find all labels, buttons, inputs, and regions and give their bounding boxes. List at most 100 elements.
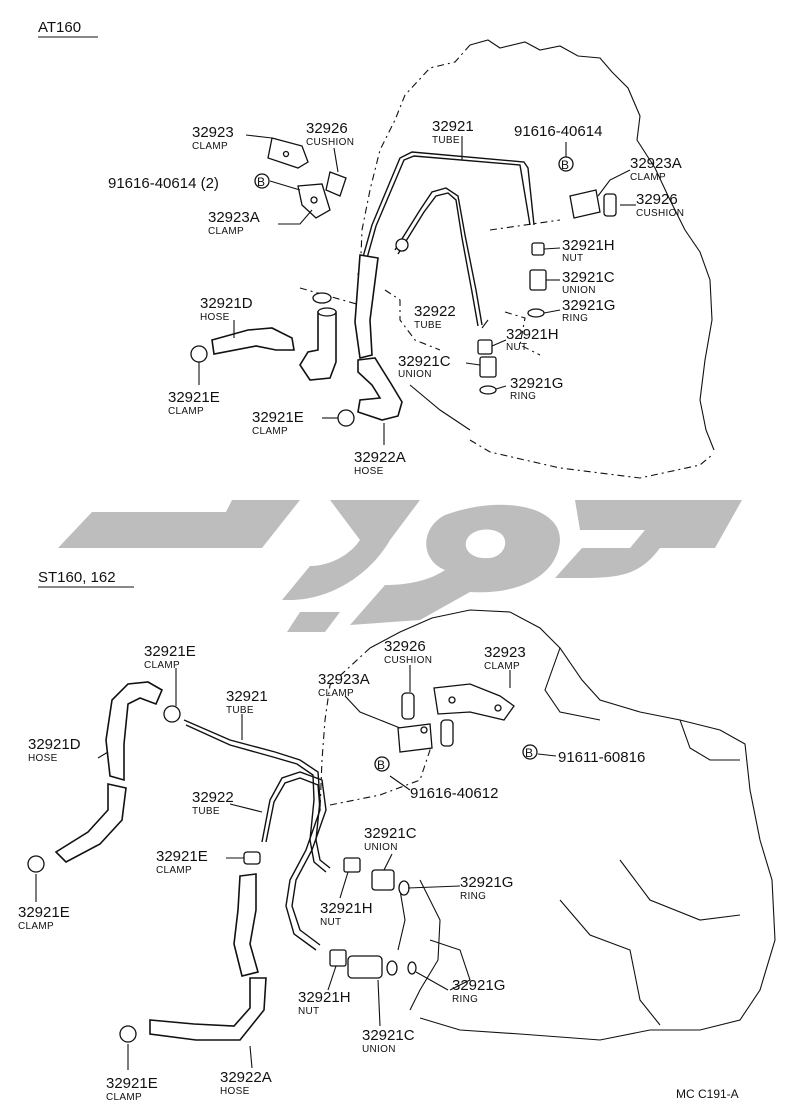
label-32921d-hose-bottom: 32921D HOSE (28, 736, 81, 764)
nut-union-ring-top (477, 242, 547, 395)
svg-text:RING: RING (460, 891, 486, 902)
svg-text:RING: RING (510, 391, 536, 402)
svg-text:32923: 32923 (192, 124, 234, 141)
svg-text:UNION: UNION (362, 1044, 396, 1055)
label-32921c-union-top: 32921C UNION (562, 269, 615, 296)
label-32921e-clamp-top-right: 32921E CLAMP (252, 409, 304, 437)
svg-text:CLAMP: CLAMP (192, 141, 228, 152)
svg-text:32921E: 32921E (156, 848, 208, 865)
clamp-32923-top (267, 137, 309, 169)
label-32921-tube-top: 32921 TUBE (432, 118, 474, 146)
label-32921e-clamp-bottom-left: 32921E CLAMP (18, 904, 70, 932)
svg-text:32923A: 32923A (318, 671, 370, 688)
svg-text:32921C: 32921C (362, 1027, 415, 1044)
tube-32921-top (357, 151, 535, 276)
label-32922-tube-bottom: 32922 TUBE (192, 789, 234, 817)
svg-text:RING: RING (452, 994, 478, 1005)
svg-text:TUBE: TUBE (432, 135, 460, 146)
svg-text:32926: 32926 (636, 191, 678, 208)
label-32921e-clamp-top-left: 32921E CLAMP (168, 389, 220, 417)
svg-text:32921G: 32921G (452, 977, 505, 994)
svg-text:UNION: UNION (364, 842, 398, 853)
svg-text:TUBE: TUBE (192, 806, 220, 817)
svg-text:91616-40614: 91616-40614 (514, 123, 602, 140)
svg-text:32921H: 32921H (320, 900, 373, 917)
tube-32922-bottom (261, 771, 327, 946)
hose-32922a-top (354, 254, 403, 421)
label-32921c-union-bottom-2: 32921C UNION (362, 1027, 415, 1055)
section-label-at160: AT160 (38, 19, 81, 36)
svg-text:91611-60816: 91611-60816 (558, 749, 645, 766)
clamp-32923a-bottom (397, 723, 433, 753)
label-32923-clamp-top: 32923 CLAMP (192, 124, 234, 152)
svg-text:CUSHION: CUSHION (636, 208, 684, 219)
label-32922-tube-top: 32922 TUBE (414, 303, 456, 331)
svg-text:HOSE: HOSE (28, 753, 58, 764)
label-91616-40612: 91616-40612 (410, 785, 498, 802)
clamp-32923a-top-right (569, 189, 617, 219)
svg-text:32923: 32923 (484, 644, 526, 661)
svg-text:32921C: 32921C (364, 825, 417, 842)
svg-text:HOSE: HOSE (354, 466, 384, 477)
label-32926-cushion-bottom: 32926 CUSHION (384, 638, 432, 666)
label-32921g-ring-bottom-2: 32921G RING (452, 977, 505, 1005)
svg-text:UNION: UNION (562, 285, 596, 296)
label-32926-cushion-top: 32926 CUSHION (306, 120, 354, 148)
transaxle-outline-bottom (319, 609, 776, 1041)
label-32921g-ring-top: 32921G RING (562, 297, 615, 324)
transaxle-outline-top (299, 39, 715, 479)
label-32921e-clamp-bottom-mid: 32921E CLAMP (156, 848, 208, 876)
svg-text:CLAMP: CLAMP (484, 661, 520, 672)
svg-text:32921E: 32921E (18, 904, 70, 921)
svg-text:RING: RING (562, 313, 588, 324)
svg-text:32921E: 32921E (106, 1075, 158, 1092)
label-32926-cushion-top-right: 32926 CUSHION (636, 191, 684, 219)
svg-text:32926: 32926 (384, 638, 426, 655)
label-32923-clamp-bottom: 32923 CLAMP (484, 644, 526, 672)
hose-32922a-bottom (149, 873, 267, 1041)
figure-code: MC C191-A (676, 1087, 739, 1101)
svg-text:32921E: 32921E (252, 409, 304, 426)
svg-text:32921C: 32921C (562, 269, 615, 286)
label-32923a-clamp-bottom: 32923A CLAMP (318, 671, 370, 699)
label-32922a-hose-bottom: 32922A HOSE (220, 1069, 272, 1097)
cushion-32926-bottom (401, 692, 454, 747)
label-91616-40614: 91616-40614 (514, 123, 602, 140)
svg-text:B: B (257, 175, 265, 189)
svg-text:NUT: NUT (506, 342, 527, 353)
svg-text:NUT: NUT (562, 253, 583, 264)
label-32923a-clamp-top-left: 32923A CLAMP (208, 209, 260, 237)
svg-text:91616-40614 (2): 91616-40614 (2) (108, 175, 219, 192)
section-label-st160-162: ST160, 162 (38, 569, 116, 586)
svg-text:CUSHION: CUSHION (306, 137, 354, 148)
label-32921c-union-bottom: 32921C UNION (364, 825, 417, 853)
svg-text:91616-40612: 91616-40612 (410, 785, 498, 802)
svg-text:HOSE: HOSE (220, 1086, 250, 1097)
hose-32921d-top (211, 327, 295, 355)
svg-text:CUSHION: CUSHION (384, 655, 432, 666)
svg-text:32921D: 32921D (28, 736, 81, 753)
label-32921d-hose-top: 32921D HOSE (200, 295, 253, 323)
label-91611-60816: 91611-60816 (558, 749, 645, 766)
svg-text:B: B (525, 746, 533, 760)
svg-text:UNION: UNION (398, 369, 432, 380)
label-32921e-clamp-bottom-top: 32921E CLAMP (144, 643, 196, 671)
tube-32921-bottom (183, 719, 331, 869)
svg-text:32921E: 32921E (144, 643, 196, 660)
cushion-32926-top (325, 171, 347, 197)
leader-lines-bottom (35, 665, 557, 1070)
svg-text:32923A: 32923A (208, 209, 260, 226)
svg-text:TUBE: TUBE (226, 705, 254, 716)
svg-text:32922A: 32922A (220, 1069, 272, 1086)
svg-text:CLAMP: CLAMP (156, 865, 192, 876)
label-32921g-ring-top-2: 32921G RING (510, 375, 563, 402)
svg-text:NUT: NUT (320, 917, 341, 928)
svg-text:32922: 32922 (414, 303, 456, 320)
label-32921h-nut-top-2: 32921H NUT (506, 326, 559, 353)
svg-text:B: B (561, 158, 569, 172)
svg-text:HOSE: HOSE (200, 312, 230, 323)
svg-text:CLAMP: CLAMP (106, 1092, 142, 1103)
label-32921e-clamp-bottom-bottom: 32921E CLAMP (106, 1075, 158, 1103)
svg-text:32921H: 32921H (506, 326, 559, 343)
